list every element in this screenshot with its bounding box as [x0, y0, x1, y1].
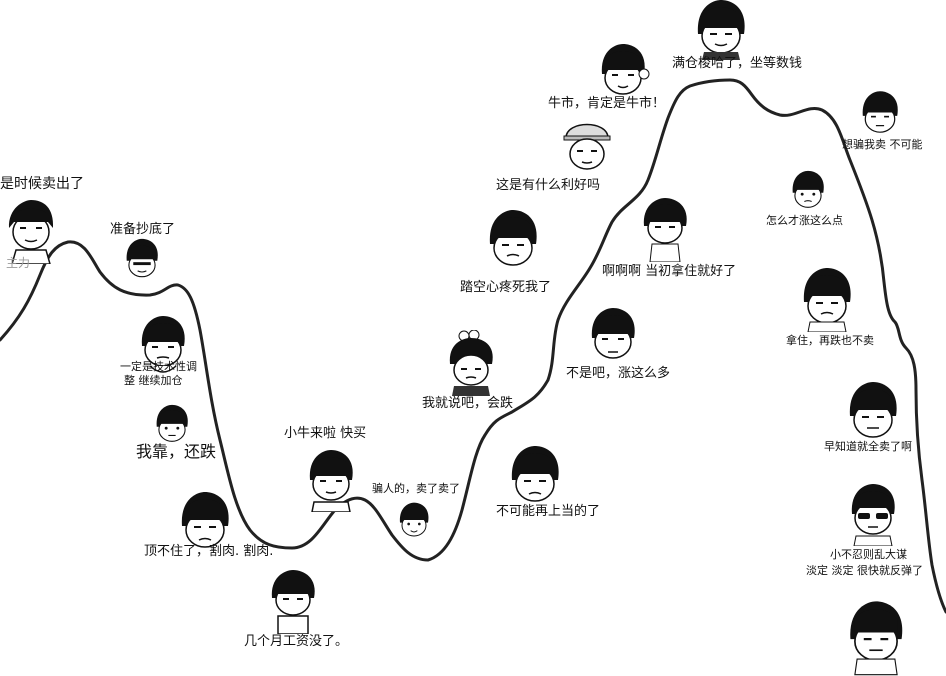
caption-bull-market: 牛市，肯定是牛市！: [548, 96, 666, 111]
caption-cut-loss: 顶不住了，割肉. 割肉.: [144, 544, 274, 559]
caption-main-force: 主力: [6, 256, 31, 270]
meme-face-icon: [489, 210, 537, 266]
meme-face-icon: [271, 570, 315, 634]
meme-face-icon: [697, 0, 745, 60]
caption-hold-on: 拿住，再跌也不卖: [786, 334, 874, 347]
meme-face-icon: [449, 330, 493, 396]
meme-face-icon: [803, 268, 851, 332]
caption-salary-gone: 几个月工资没了。: [244, 634, 349, 649]
caption-not-fooled-again: 不可能再上当的了: [496, 504, 601, 519]
caption-should-have-held: 啊啊啊 当初拿住就好了: [602, 264, 737, 279]
meme-face-icon: [309, 450, 353, 512]
caption-buy-dip: 准备抄底了: [110, 222, 176, 237]
caption-all-in: 满仓梭哈了，坐等数钱: [672, 56, 803, 71]
caption-small-bull: 小牛来啦 快买: [284, 426, 367, 441]
meme-face-icon: [850, 601, 903, 676]
price-curve-line: [0, 78, 946, 614]
meme-face-icon: [792, 170, 824, 208]
helmet-face-icon: [563, 123, 611, 170]
meme-face-icon: [862, 91, 898, 133]
caption-wont-sell: 想骗我卖 不可能: [842, 138, 923, 151]
caption-missed-out: 踏空心疼死我了: [460, 280, 552, 295]
meme-face-icon: [156, 404, 188, 442]
caption-still-falling: 我靠，还跌: [136, 442, 217, 461]
caption-patience: 小不忍则乱大谋: [830, 548, 907, 561]
meme-face-icon: [643, 198, 687, 262]
caption-too-little: 怎么才涨这么点: [766, 214, 843, 227]
meme-face-icon: [511, 446, 559, 502]
meme-face-icon: [399, 502, 429, 537]
caption-sell-time: 是时候卖出了: [0, 176, 84, 192]
meme-face-icon: [126, 238, 158, 278]
caption-scam-sell: 骗人的，卖了卖了: [372, 482, 460, 495]
caption-good-news: 这是有什么利好吗: [496, 178, 601, 193]
caption-told-you: 我就说吧，会跌: [422, 396, 514, 411]
meme-face-icon: [8, 200, 54, 264]
caption-up-so-much: 不是吧，涨这么多: [566, 366, 671, 381]
caption-calm-rebound: 淡定 淡定 很快就反弹了: [806, 564, 923, 577]
caption-should-sold-all: 早知道就全卖了啊: [824, 440, 912, 453]
caption-technical-adjust-2: 整 继续加仓: [124, 374, 183, 387]
meme-face-icon: [601, 44, 650, 95]
meme-face-icon: [141, 316, 185, 373]
meme-face-icon: [591, 308, 635, 359]
meme-face-icon: [849, 382, 897, 438]
caption-technical-adjust-1: 一定是技术性调: [120, 360, 197, 373]
meme-face-icon: [181, 492, 229, 548]
sunglasses-face-icon: [851, 484, 895, 546]
